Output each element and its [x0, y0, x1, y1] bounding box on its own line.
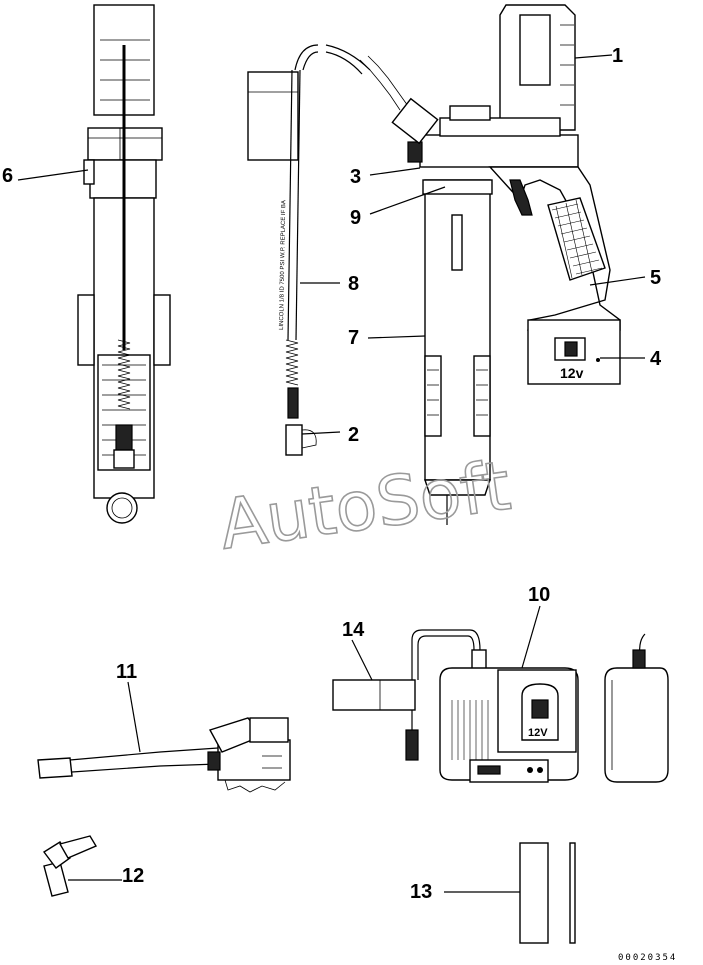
- watermark: AutoSoft: [215, 447, 515, 566]
- callout-11: 11: [116, 661, 137, 683]
- callout-13: 13: [410, 881, 432, 903]
- callout-8: 8: [348, 273, 359, 295]
- shim-part-13: [519, 842, 576, 944]
- leader-lines: [17, 54, 646, 893]
- callout-12: 12: [122, 865, 144, 887]
- battery-label: 12v: [560, 365, 584, 381]
- callout-14: 14: [342, 619, 365, 641]
- charger-label: 12V: [528, 727, 548, 739]
- grease-gun-detail-11: [37, 717, 291, 793]
- callout-6: 6: [2, 165, 13, 187]
- callout-1: 1: [612, 45, 623, 67]
- callout-3: 3: [350, 166, 361, 188]
- callout-7: 7: [348, 327, 359, 349]
- grease-gun-front-view: [77, 4, 171, 524]
- nozzle-part-12: [42, 835, 98, 897]
- callout-9: 9: [350, 207, 361, 229]
- document-number: 00020354: [618, 953, 677, 963]
- charger-assembly: 12V: [405, 629, 669, 783]
- callout-5: 5: [650, 267, 661, 289]
- callout-2: 2: [348, 424, 359, 446]
- callout-10: 10: [528, 584, 550, 606]
- callout-4: 4: [650, 348, 662, 370]
- grease-gun-side-view: 12v LINCOLN 1/8 ID 7500 PSI W.P. REPLACE…: [247, 4, 621, 525]
- hose-print: LINCOLN 1/8 ID 7500 PSI W.P. REPLACE IF …: [279, 200, 287, 330]
- callout-labels: 1 2 3 4 5 6 7 8 9 10 11 12 13 14: [2, 45, 662, 903]
- pad-part-14: [332, 679, 416, 711]
